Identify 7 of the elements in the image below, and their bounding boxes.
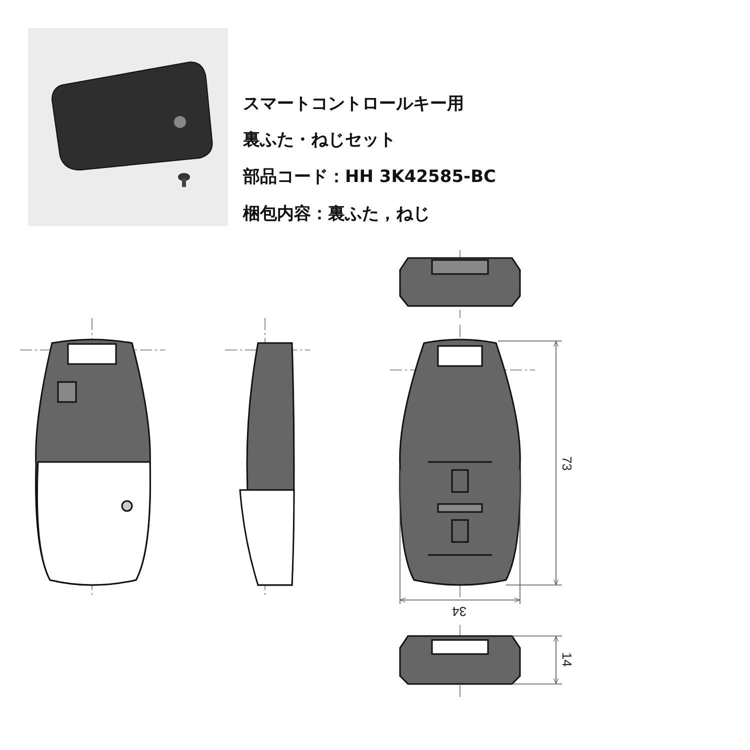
dimension-label: 34	[452, 604, 466, 619]
dimension-label: 14	[560, 652, 575, 667]
package-contents: 梱包内容：裏ふた，ねじ	[243, 203, 430, 225]
product-title: 裏ふた・ねじセット	[243, 129, 396, 151]
part-code: 部品コード：HH 3K42585-BC	[243, 166, 496, 188]
product-title: スマートコントロールキー用	[243, 93, 464, 115]
dimension-label: 73	[560, 456, 575, 471]
